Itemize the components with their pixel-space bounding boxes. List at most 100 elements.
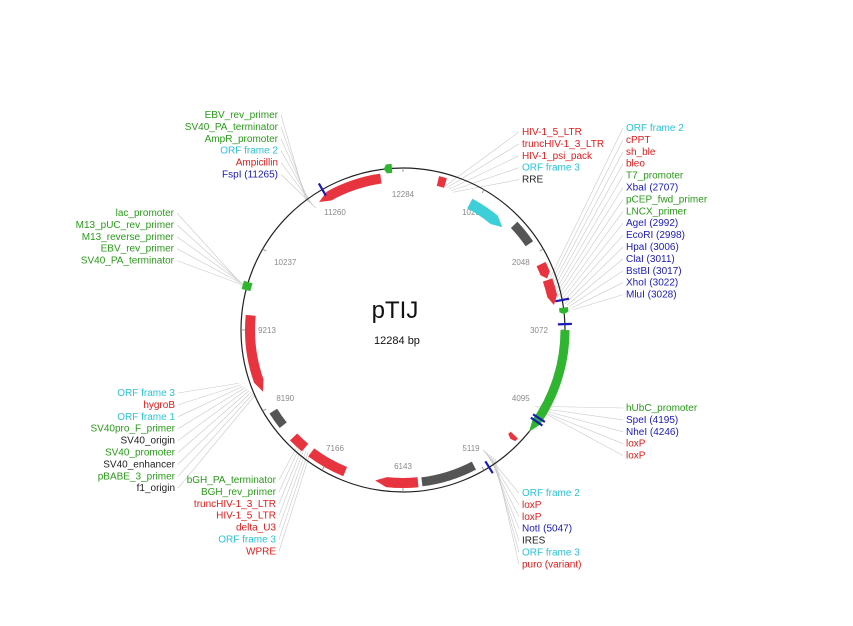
tick-labels: 1228410252048307240955119614371668190921…: [241, 168, 565, 492]
feature-label: loxP: [522, 512, 542, 523]
feature-label: loxP: [626, 439, 646, 450]
feature-label: BstBI (3017): [626, 266, 682, 277]
tick-label: 7166: [326, 444, 344, 453]
leader-line: [177, 395, 256, 489]
leader-line: [278, 450, 307, 528]
feature-arc-delta-u3: [289, 433, 309, 452]
restriction-site-marker: [557, 322, 572, 326]
tick-label: 3072: [530, 326, 548, 335]
feature-label: HpaI (3006): [626, 242, 679, 253]
feature-label: puro (variant): [522, 559, 581, 570]
feature-label: ORF frame 3: [218, 535, 276, 546]
leader-line: [542, 411, 624, 456]
tick-mark: [481, 189, 485, 194]
feature-label: SV40_enhancer: [103, 459, 175, 470]
feature-label: M13_pUC_rev_primer: [76, 220, 175, 231]
leader-line: [544, 127, 624, 289]
leader-line: [552, 175, 624, 295]
leader-line: [280, 162, 315, 207]
feature-arc-wpre: [308, 448, 348, 477]
feature-label: BGH_rev_primer: [201, 487, 277, 498]
feature-label: f1_origin: [137, 483, 175, 494]
feature-label: bGH_PA_terminator: [187, 475, 277, 486]
leader-line: [486, 452, 520, 517]
feature-label: IRES: [522, 536, 546, 547]
leader-line: [566, 258, 624, 306]
tick-label: 11260: [324, 208, 346, 217]
plasmid-backbone: [240, 167, 566, 493]
leader-line: [177, 385, 244, 418]
leader-line: [280, 114, 307, 201]
leader-line: [536, 407, 624, 421]
tick-label: 12284: [392, 190, 415, 199]
tick-label: 6143: [394, 462, 412, 471]
plasmid-name: pTIJ: [372, 297, 419, 324]
feature-label: bleo: [626, 159, 645, 170]
leader-line: [554, 187, 624, 297]
tick-mark: [481, 466, 485, 471]
restriction-site-marker: [532, 413, 546, 423]
leader-line: [177, 390, 250, 453]
feature-arc-hubc-promoter: [528, 330, 570, 432]
feature-label: pBABE_3_primer: [98, 471, 176, 482]
feature-label: EBV_rev_primer: [205, 110, 279, 121]
leader-line: [280, 174, 317, 209]
leader-line: [550, 163, 624, 294]
feature-labels: EBV_rev_primerSV40_PA_terminatorAmpR_pro…: [76, 110, 708, 570]
feature-label: HIV-1_5_LTR: [522, 127, 582, 138]
feature-arc-ampr-promoter: [383, 163, 393, 174]
feature-label: WPRE: [246, 546, 276, 557]
leader-line: [494, 458, 520, 565]
leader-line: [570, 282, 624, 309]
leader-line: [176, 212, 239, 281]
leader-line: [176, 248, 245, 286]
feature-arc-sv40-pa-terminator: [241, 280, 253, 292]
feature-label: AgeI (2992): [626, 218, 678, 229]
plasmid-name-box: [360, 290, 430, 326]
leader-line: [177, 392, 252, 465]
tick-label: 4095: [512, 394, 530, 403]
feature-label: T7_promoter: [626, 171, 684, 182]
feature-arc-cppt: [536, 261, 550, 279]
feature-arcs: [241, 163, 572, 488]
feature-label: ORF frame 3: [522, 163, 580, 174]
leader-line: [558, 211, 624, 300]
leader-line: [278, 452, 309, 540]
leader-line: [280, 150, 313, 206]
feature-label: cPPT: [626, 135, 650, 146]
feature-label: SV40_origin: [121, 436, 175, 447]
feature-label: LNCX_primer: [626, 206, 687, 217]
feature-label: XhoI (3022): [626, 278, 678, 289]
leader-line: [278, 453, 311, 552]
leader-line: [490, 455, 520, 541]
feature-label: Ampicillin: [236, 158, 278, 169]
feature-label: hUbC_promoter: [626, 403, 698, 414]
feature-arc-ires: [421, 461, 476, 487]
leader-line: [564, 246, 624, 304]
feature-label: ORF frame 2: [522, 488, 580, 499]
leader-line: [556, 199, 624, 298]
feature-label: MluI (3028): [626, 290, 677, 301]
leader-line: [562, 234, 624, 303]
feature-label: truncHIV-1_3_LTR: [522, 139, 604, 150]
feature-label: SV40pro_F_primer: [91, 424, 176, 435]
feature-label: NotI (5047): [522, 524, 572, 535]
restriction-site-marker: [555, 297, 570, 303]
feature-arc-loxp: [508, 431, 518, 442]
leader-line: [492, 457, 520, 553]
feature-label: NheI (4246): [626, 427, 679, 438]
feature-label: SV40_promoter: [105, 448, 176, 459]
feature-arc-sv40-origin: [269, 408, 287, 429]
feature-label: sh_ble: [626, 147, 656, 158]
tick-mark: [262, 248, 267, 252]
leader-line: [450, 167, 520, 192]
tick-label: 5119: [462, 444, 480, 453]
tick-label: 1025: [462, 208, 480, 217]
leader-line: [278, 444, 299, 481]
tick-mark: [539, 248, 544, 252]
leader-line: [568, 270, 624, 307]
leader-line: [546, 139, 624, 291]
tick-label: 10237: [274, 258, 297, 267]
leader-line: [177, 382, 240, 394]
